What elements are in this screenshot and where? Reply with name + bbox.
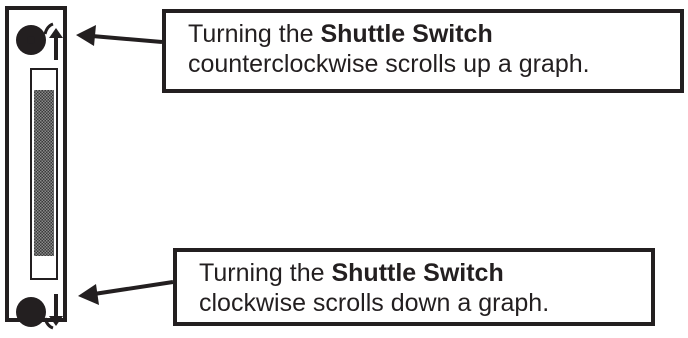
callout-line-1: Turning the Shuttle Switch xyxy=(199,258,641,288)
callout-line-2: counterclockwise scrolls up a graph. xyxy=(188,50,590,78)
callout-scroll-down: Turning the Shuttle Switch clockwise scr… xyxy=(173,248,655,326)
scroll-indicator xyxy=(5,6,67,330)
callout-emphasis: Shuttle Switch xyxy=(331,259,504,287)
arrow-to-bottom-knob xyxy=(78,280,174,305)
callout-prefix: Turning the xyxy=(199,259,332,287)
shuttle-cw-icon xyxy=(16,294,63,330)
callout-line-1: Turning the Shuttle Switch xyxy=(188,19,670,49)
scroll-track xyxy=(30,68,58,280)
callout-scroll-up: Turning the Shuttle Switch counterclockw… xyxy=(162,9,684,93)
callout-line-2: clockwise scrolls down a graph. xyxy=(199,289,550,317)
scroll-thumb xyxy=(34,90,54,256)
shuttle-ccw-icon xyxy=(16,22,63,60)
callout-emphasis: Shuttle Switch xyxy=(320,20,493,48)
arrow-to-top-knob xyxy=(76,25,163,46)
shuttle-switch-illustration: Turning the Shuttle Switch counterclockw… xyxy=(5,6,684,330)
callout-prefix: Turning the xyxy=(188,20,321,48)
